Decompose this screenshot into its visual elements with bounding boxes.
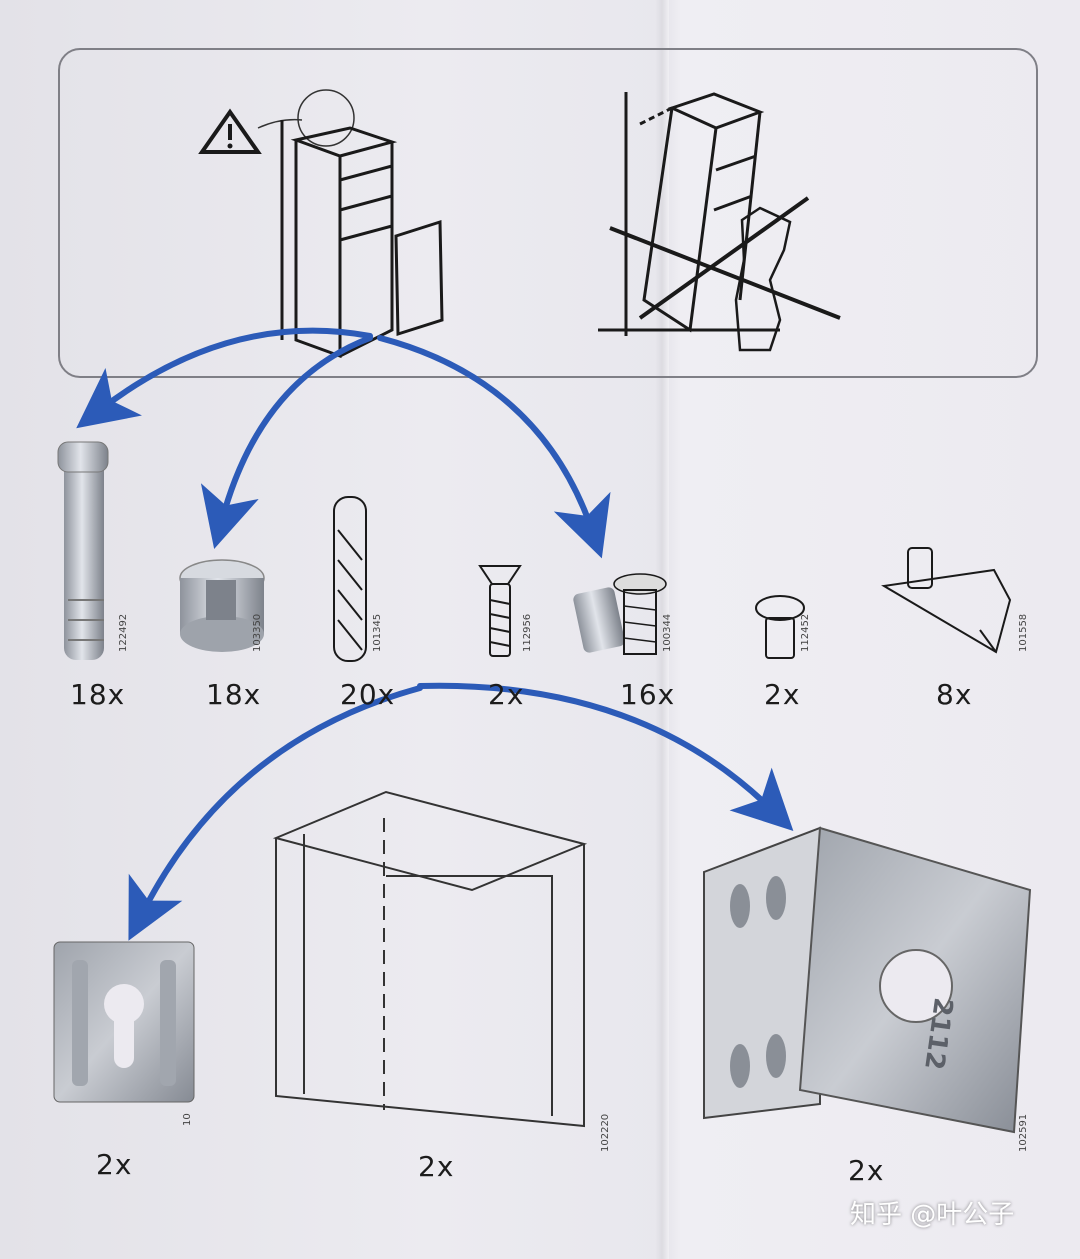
screw [478, 565, 522, 657]
part-quantity: 20x [340, 678, 396, 711]
watermark: 知乎 @叶公子 [850, 1200, 1015, 1230]
part-quantity: 18x [70, 678, 126, 711]
detail-circle [297, 89, 355, 147]
pointer-arrows-top [76, 327, 611, 559]
cam-lock [179, 559, 265, 652]
part-quantity: 2x [848, 1154, 885, 1187]
warning-panel [58, 48, 1038, 378]
part-code: 102220 [600, 1113, 611, 1152]
part-quantity: 16x [620, 678, 676, 711]
part-code: 103350 [252, 613, 263, 652]
part-code: 10 [182, 1113, 193, 1126]
pointer-arrows-bottom [128, 682, 794, 941]
corner-panel [272, 790, 588, 1128]
part-code: 112956 [522, 613, 533, 652]
part-quantity: 2x [96, 1148, 133, 1181]
wooden-dowel [333, 496, 367, 662]
part-quantity: 8x [936, 678, 973, 711]
cabinet-drawing [280, 120, 444, 359]
part-quantity: 18x [206, 678, 262, 711]
part-code: 101558 [1018, 613, 1029, 652]
part-quantity: 2x [764, 678, 801, 711]
cam-bolt [57, 441, 109, 660]
euro-screw [573, 573, 667, 655]
part-code: 122492 [118, 613, 129, 652]
shelf-support [881, 547, 1012, 654]
part-code: 101345 [372, 613, 383, 652]
small-screw [755, 595, 805, 659]
part-code: 100344 [662, 613, 673, 652]
corner-bracket [703, 826, 1032, 1134]
part-code: 112452 [800, 613, 811, 652]
part-code: 102591 [1018, 1113, 1029, 1152]
keyhole-plate [53, 941, 195, 1103]
part-quantity: 2x [418, 1150, 455, 1183]
incorrect-cabinet-drawing [598, 92, 841, 352]
part-quantity: 2x [488, 678, 525, 711]
warning-triangle-icon [198, 108, 262, 154]
